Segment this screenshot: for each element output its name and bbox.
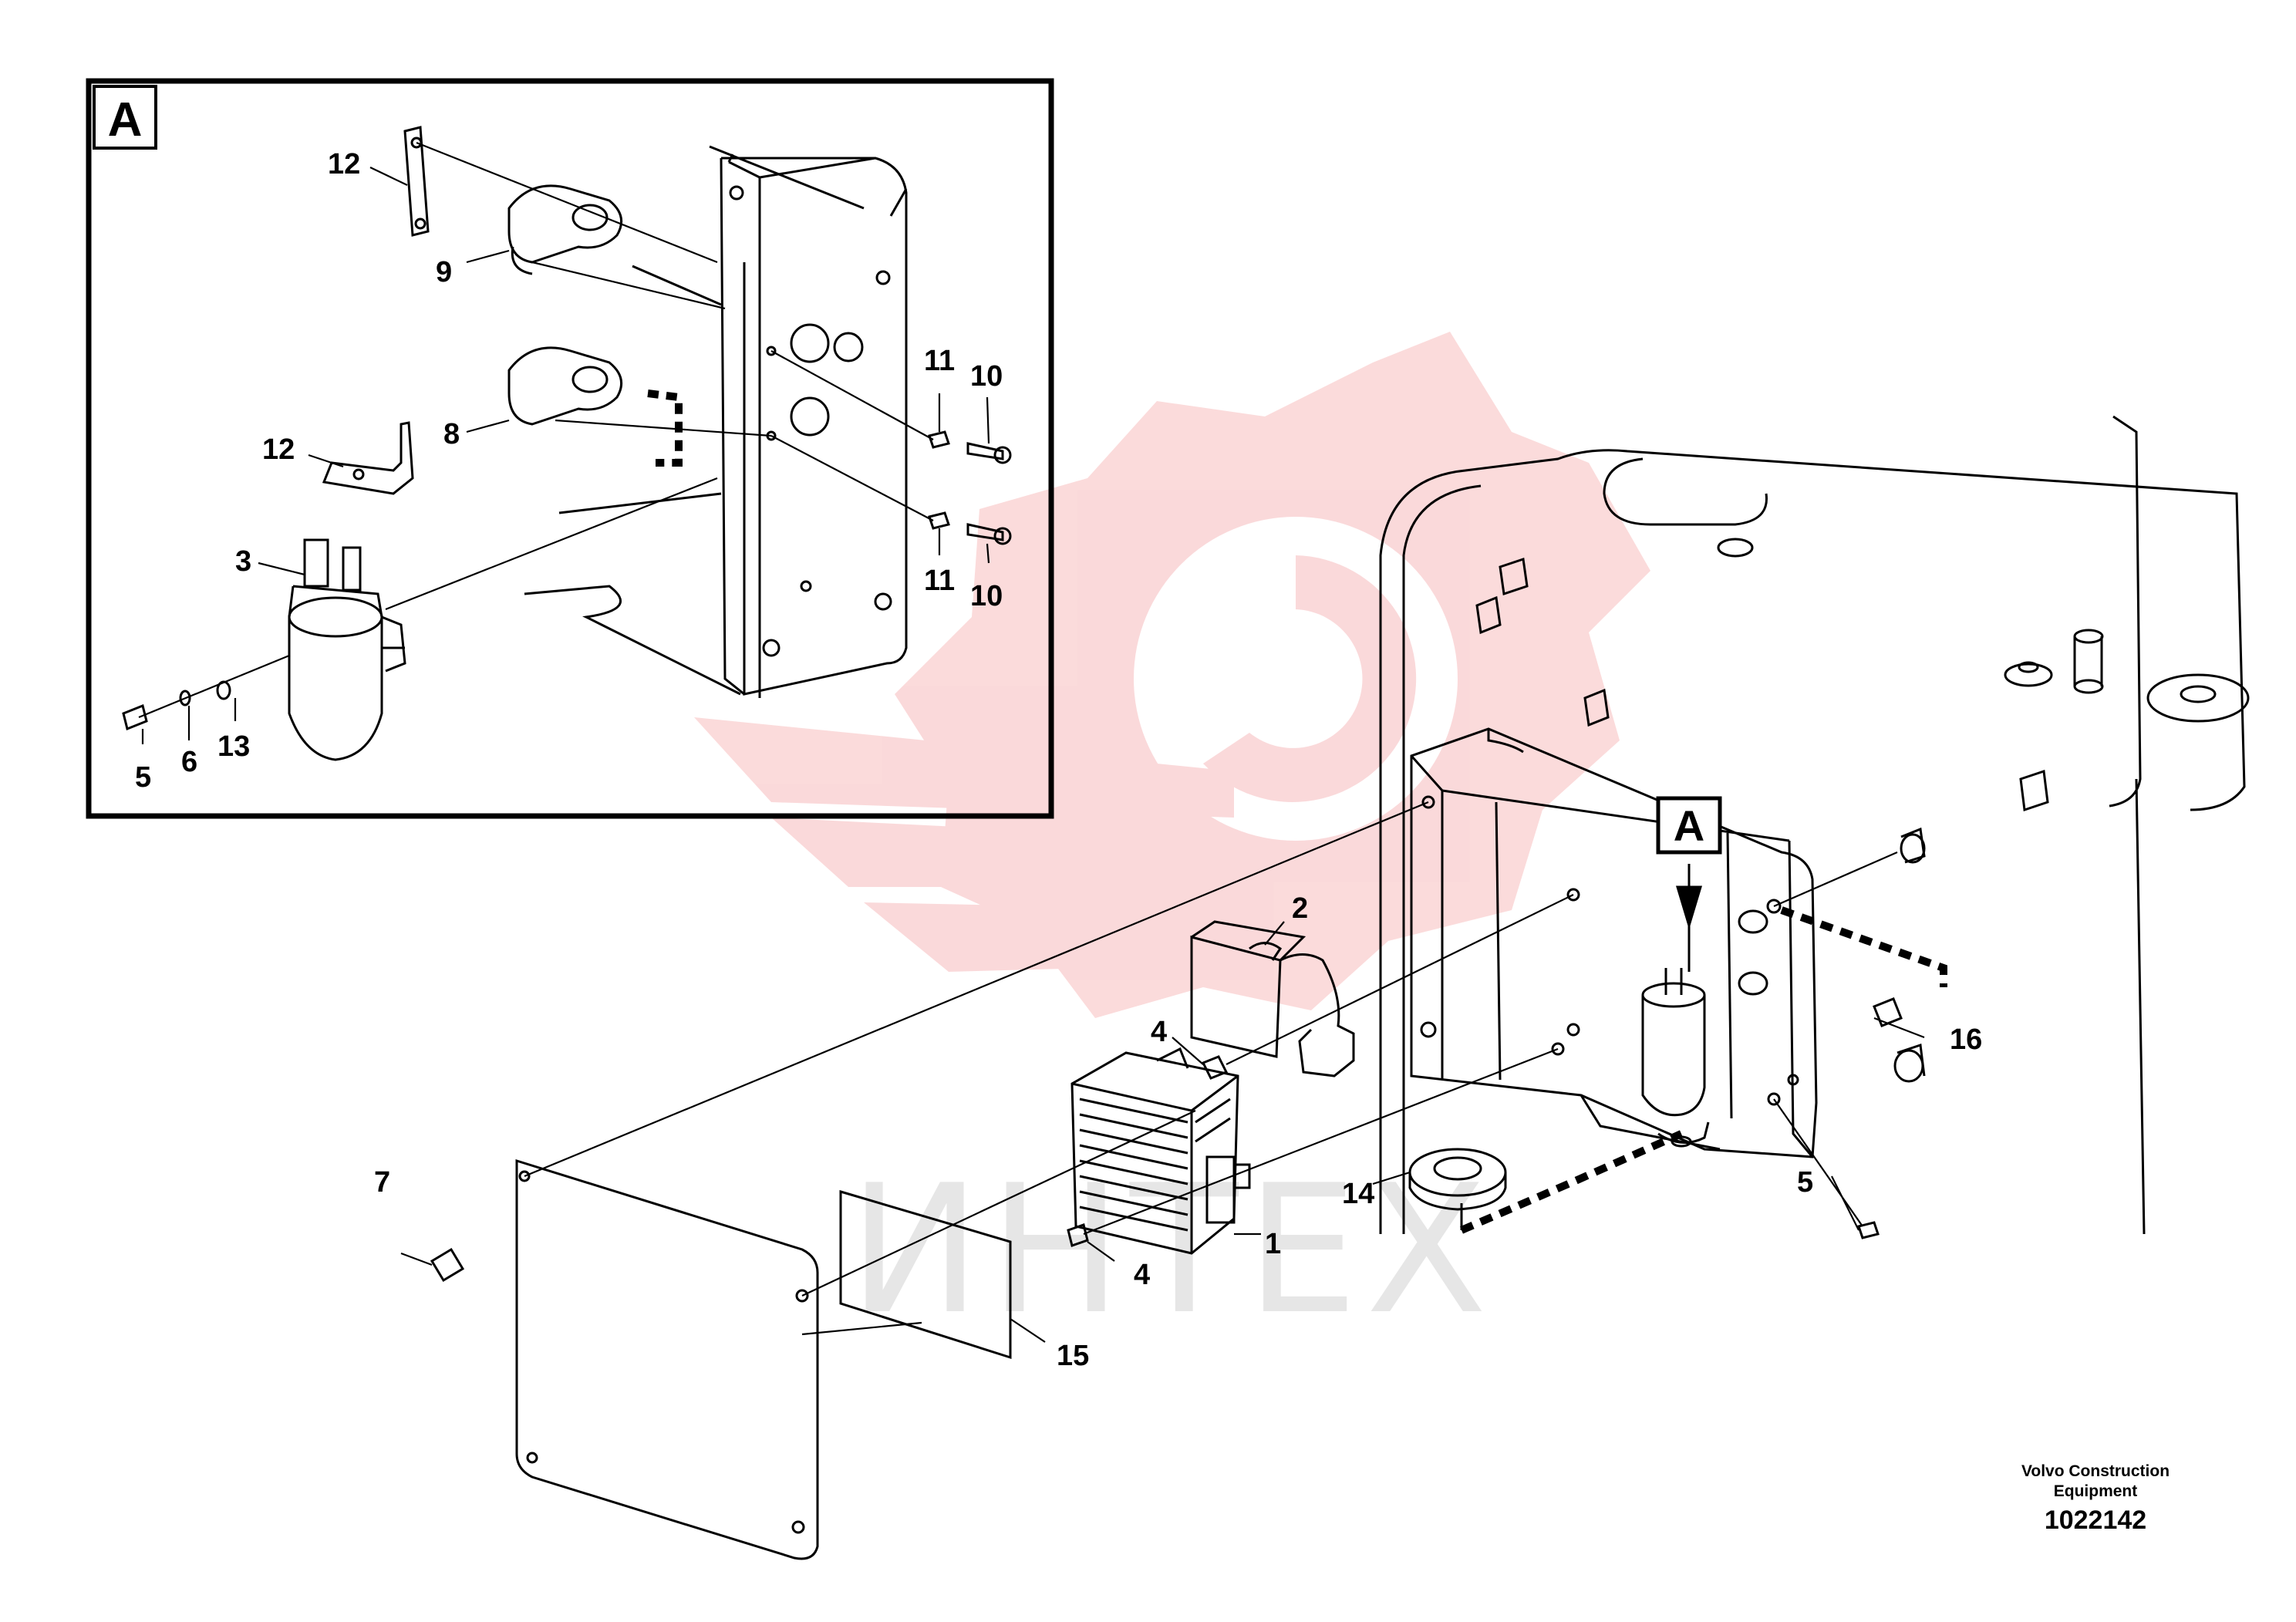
part-label-15: 15 (1057, 1340, 1089, 1372)
part-label-4b: 4 (1134, 1259, 1150, 1291)
part-label-3: 3 (235, 545, 251, 578)
main-assembly (430, 415, 2250, 1560)
part-label-10b: 10 (970, 580, 1003, 612)
part-label-2: 2 (1292, 892, 1308, 925)
part-label-13: 13 (217, 730, 250, 763)
part-label-9: 9 (436, 256, 452, 288)
part-label-16: 16 (1950, 1023, 1982, 1056)
part-label-6: 6 (181, 746, 197, 778)
part-label-12b: 12 (262, 433, 295, 466)
part-label-4: 4 (1151, 1016, 1167, 1048)
part-label-1: 1 (1265, 1228, 1281, 1260)
watermark-text: ИНТЕХ (848, 1148, 1495, 1354)
watermark-logo (694, 332, 1650, 1018)
part-label-14: 14 (1342, 1178, 1374, 1210)
part-label-10: 10 (970, 360, 1003, 393)
part-label-5: 5 (135, 761, 151, 794)
inset-label-a: A (108, 93, 143, 147)
part-label-7: 7 (374, 1166, 390, 1199)
part-label-12: 12 (328, 148, 360, 180)
part-label-8: 8 (443, 418, 460, 450)
part-label-5b: 5 (1797, 1166, 1813, 1199)
part-label-11b: 11 (924, 565, 955, 597)
detail-inset-a: A (86, 78, 1054, 819)
callout-label-a: A (1674, 801, 1704, 850)
footer-code: 1022142 (2044, 1506, 2147, 1535)
footer-brand: Volvo Construction Equipment (2021, 1462, 2170, 1500)
callout-a: A (1656, 796, 1722, 855)
part-label-11: 11 (924, 345, 955, 377)
